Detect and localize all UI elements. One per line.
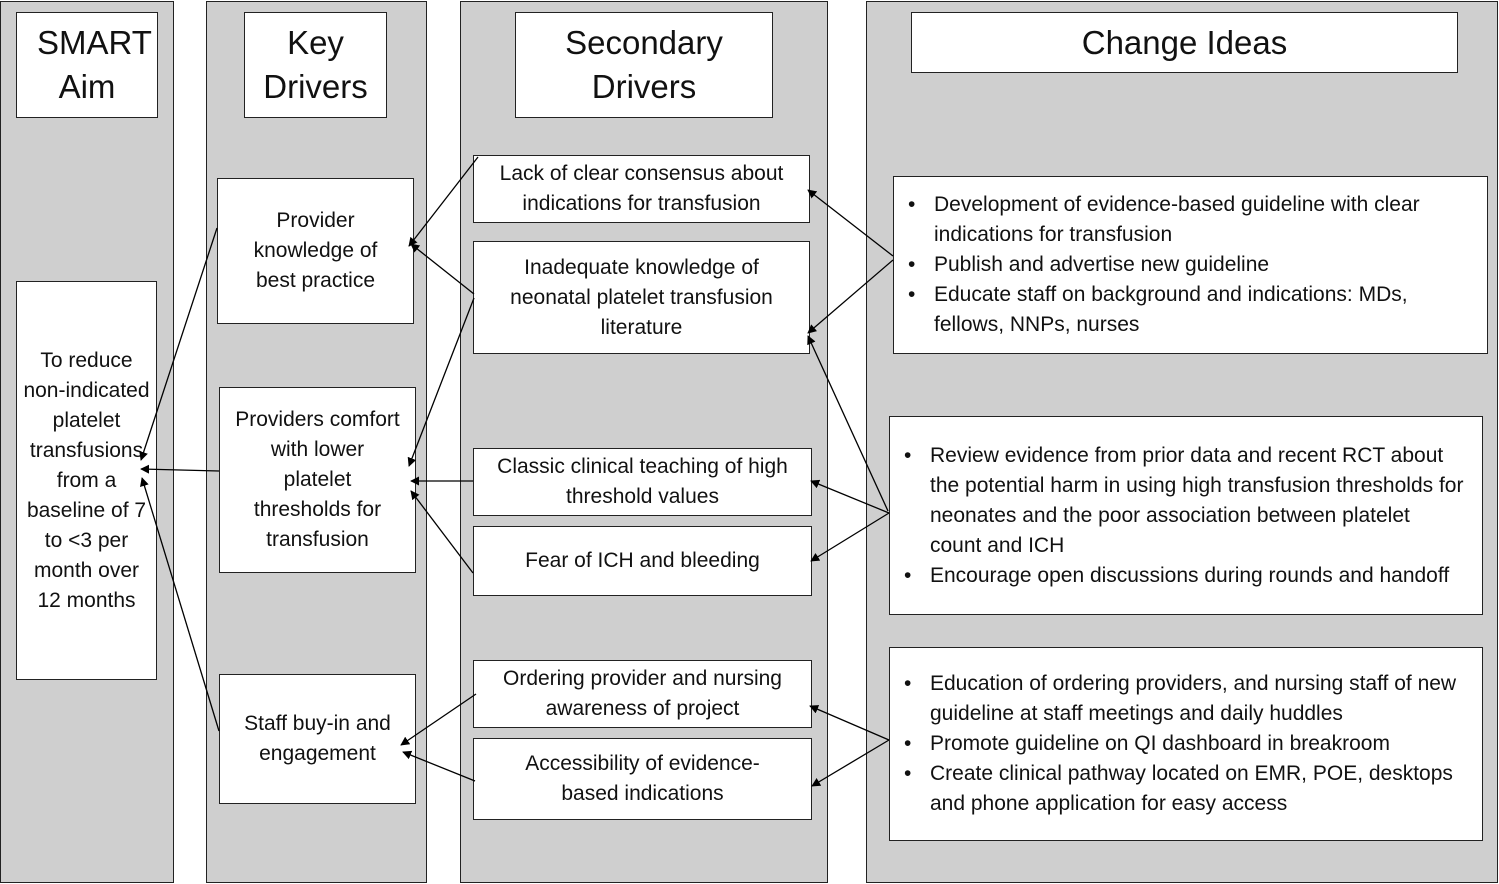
key-drivers-header-text: Key Drivers: [263, 24, 368, 105]
key-driver-text: Providers comfort with lower platelet th…: [235, 408, 400, 551]
secondary-driver-text: Lack of clear consensus about indication…: [499, 162, 784, 215]
change-ideas-box: Development of evidence-based guideline …: [893, 176, 1488, 354]
arrow-ci1-to-sd2: [807, 259, 894, 334]
smart-aim-header-text: SMART Aim: [37, 24, 152, 105]
secondary-driver-text: Ordering provider and nursing awareness …: [503, 667, 782, 720]
secondary-drivers-header-text: Secondary Drivers: [565, 24, 723, 105]
key-driver-box: Staff buy-in and engagement: [219, 674, 416, 804]
secondary-drivers-column: [460, 1, 828, 883]
change-ideas-box: Education of ordering providers, and nur…: [889, 647, 1483, 841]
key-driver-box: Providers comfort with lower platelet th…: [219, 387, 416, 573]
arrow-ci2-to-sd4: [810, 512, 890, 562]
arrow-ci3-to-sd5: [809, 705, 890, 741]
secondary-driver-box: Ordering provider and nursing awareness …: [473, 660, 812, 728]
arrow-sd1-to-kd1: [408, 156, 479, 247]
change-idea-item: Educate staff on background and indicati…: [904, 280, 1471, 340]
secondary-driver-box: Fear of ICH and bleeding: [473, 526, 812, 596]
change-ideas-box: Review evidence from prior data and rece…: [889, 416, 1483, 615]
change-ideas-list: Education of ordering providers, and nur…: [900, 669, 1466, 819]
arrow-ci2-to-sd3: [810, 479, 890, 514]
change-ideas-list: Development of evidence-based guideline …: [904, 190, 1471, 340]
key-driver-text: Provider knowledge of best practice: [253, 209, 378, 292]
secondary-driver-text: Accessibility of evidence-based indicati…: [525, 752, 760, 805]
arrow-sd2-to-kd2: [407, 297, 475, 467]
secondary-driver-box: Classic clinical teaching of high thresh…: [473, 448, 812, 516]
arrow-ci1-to-sd1: [807, 189, 894, 257]
change-idea-item: Encourage open discussions during rounds…: [900, 561, 1466, 591]
arrow-kd3-to-aim: [140, 477, 220, 732]
secondary-driver-text: Fear of ICH and bleeding: [525, 549, 760, 572]
arrow-ci2-to-sd2: [807, 335, 889, 512]
secondary-drivers-header: Secondary Drivers: [515, 12, 773, 118]
secondary-driver-text: Inadequate knowledge of neonatal platele…: [510, 255, 773, 339]
change-ideas-list: Review evidence from prior data and rece…: [900, 441, 1466, 591]
secondary-driver-box: Accessibility of evidence-based indicati…: [473, 738, 812, 820]
change-idea-item: Publish and advertise new guideline: [904, 250, 1471, 280]
change-ideas-header-text: Change Ideas: [1081, 23, 1288, 61]
smart-aim-box: To reduce non-indicated platelet transfu…: [16, 281, 157, 680]
arrow-kd1-to-aim: [139, 227, 218, 461]
arrow-kd2-to-aim: [140, 464, 220, 474]
key-driver-text: Staff buy-in and engagement: [244, 712, 391, 765]
change-idea-item: Education of ordering providers, and nur…: [900, 669, 1466, 729]
smart-aim-text: To reduce non-indicated platelet transfu…: [23, 348, 150, 612]
key-drivers-header: Key Drivers: [244, 12, 387, 118]
secondary-driver-box: Lack of clear consensus about indication…: [473, 155, 810, 223]
arrow-sd2-to-kd1: [410, 243, 475, 295]
change-ideas-header: Change Ideas: [911, 12, 1458, 73]
change-idea-item: Promote guideline on QI dashboard in bre…: [900, 729, 1466, 759]
change-idea-item: Review evidence from prior data and rece…: [900, 441, 1466, 561]
secondary-driver-text: Classic clinical teaching of high thresh…: [497, 455, 788, 508]
arrow-ci3-to-sd6: [811, 739, 890, 787]
secondary-driver-box: Inadequate knowledge of neonatal platele…: [473, 241, 810, 354]
arrow-sd5-to-kd3: [400, 693, 477, 746]
change-idea-item: Create clinical pathway located on EMR, …: [900, 759, 1466, 819]
key-driver-box: Provider knowledge of best practice: [217, 178, 414, 324]
change-idea-item: Development of evidence-based guideline …: [904, 190, 1471, 250]
smart-aim-header: SMART Aim: [16, 12, 158, 118]
arrow-sd4-to-kd2: [410, 490, 474, 574]
arrow-sd6-to-kd3: [402, 750, 476, 782]
